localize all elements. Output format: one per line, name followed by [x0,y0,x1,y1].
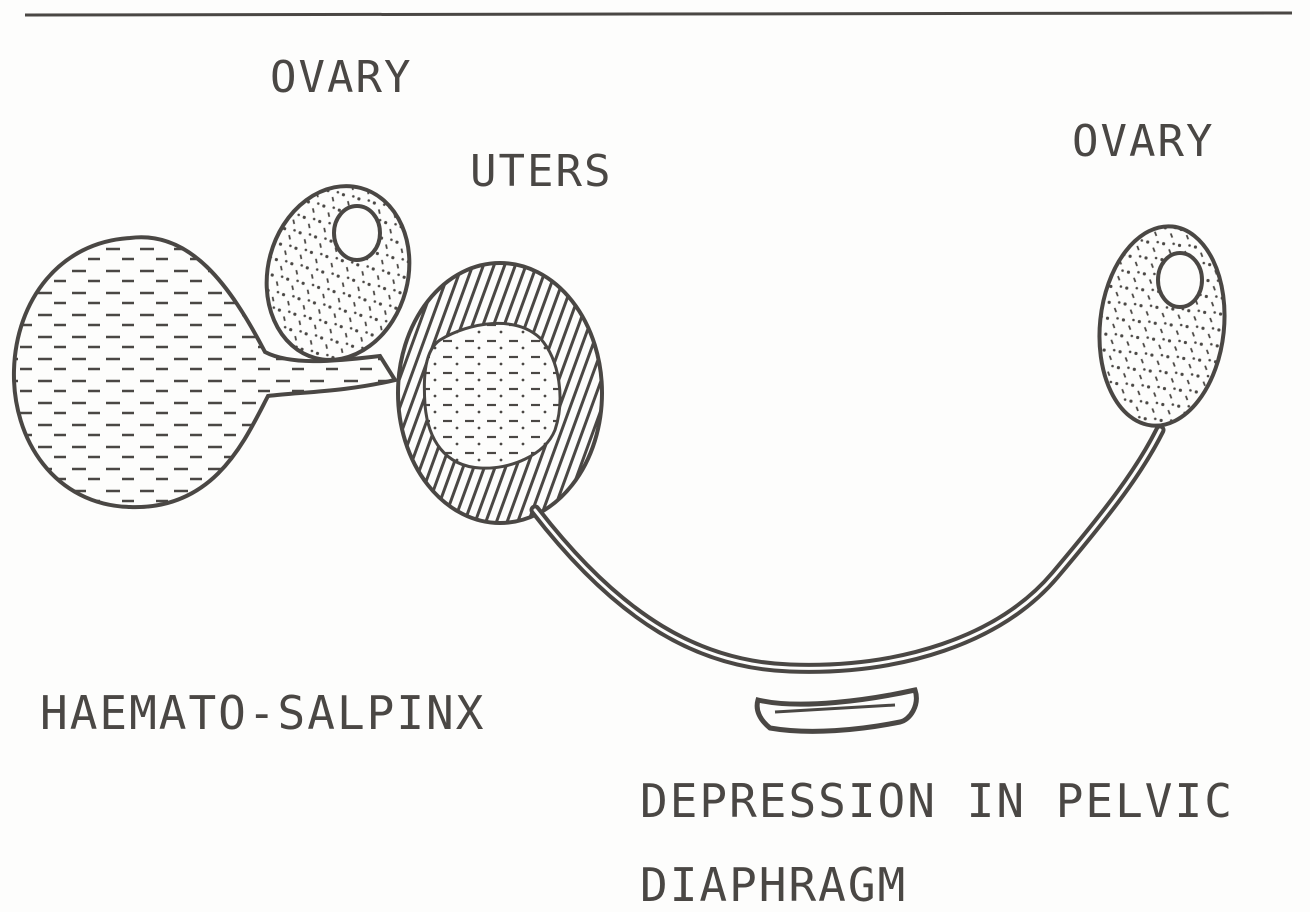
label-left-ovary: OVARY [270,56,412,100]
right-tube [535,430,1160,668]
label-depression-line2: DIAPHRAGM [640,862,907,908]
right-ovary-shape [1090,220,1234,432]
label-depression-line1: DEPRESSION IN PELVIC [640,778,1234,824]
top-rule [25,13,1292,15]
right-ovary-follicle [1158,253,1202,307]
label-uterus: UTERS [470,150,612,194]
label-haemato-salpinx: HAEMATO-SALPINX [40,690,485,736]
label-right-ovary: OVARY [1072,120,1214,164]
left-ovary-follicle [334,206,380,260]
left-ovary-shape [248,170,429,376]
